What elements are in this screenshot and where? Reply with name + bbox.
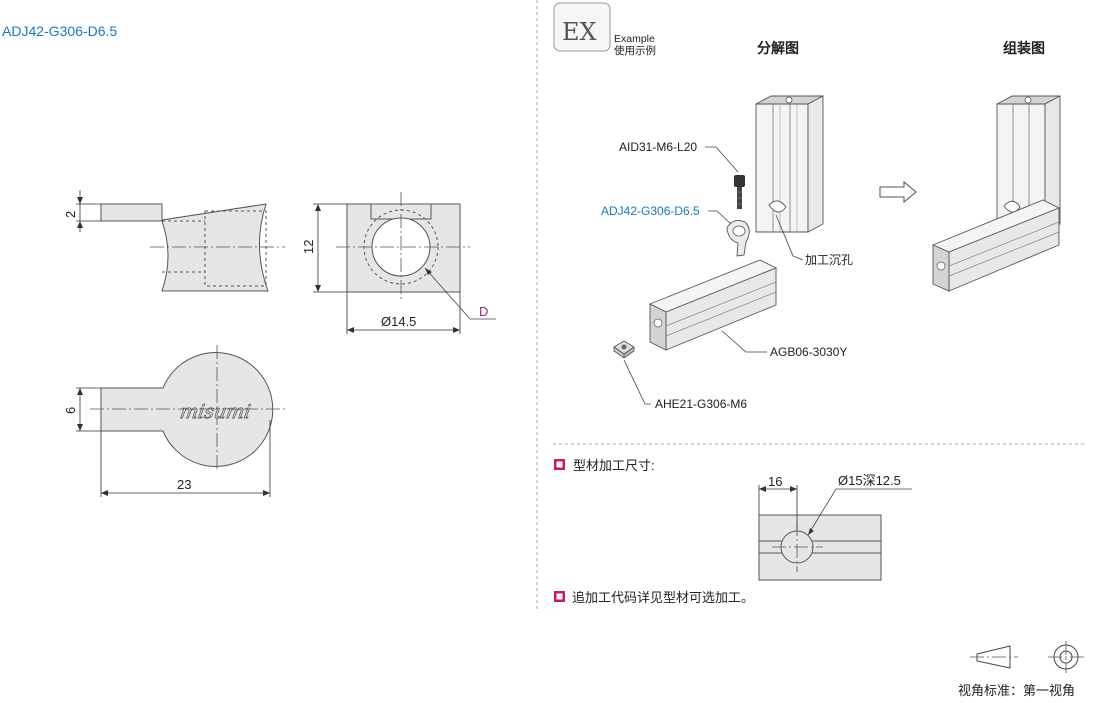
example-label-cn: 使用示例: [614, 44, 656, 57]
callout-connector: ADJ42-G306-D6.5: [601, 204, 700, 218]
view-standard-label: 视角标准：第一视角: [958, 683, 1075, 698]
callout-nut: AHE21-G306-M6: [655, 397, 747, 411]
machining-offset: 16: [768, 474, 782, 489]
assembled-view-title: 组装图: [1003, 40, 1045, 56]
dim-thickness: 2: [63, 211, 78, 218]
machining-title: 型材加工尺寸:: [573, 458, 655, 473]
machining-note: 追加工代码详见型材可选加工。: [572, 590, 754, 605]
example-header: EX Example 使用示例 分解图 组装图: [553, 2, 1045, 57]
nut-icon: [613, 340, 635, 359]
example-label-en: Example: [614, 33, 655, 45]
front-view: 2: [63, 190, 285, 292]
assembled-view: [931, 95, 1061, 292]
callout-profile: AGB06-3030Y: [770, 345, 847, 359]
callout-hole: 加工沉孔: [805, 253, 853, 267]
dim-width: 6: [63, 407, 78, 414]
part-code-title: ADJ42-G306-D6.5: [2, 23, 117, 39]
dim-height: 12: [301, 240, 316, 254]
ex-badge: [553, 2, 611, 52]
machining-hole-spec: Ø15深12.5: [838, 473, 901, 488]
exploded-view: AID31-M6-L20 ADJ42-G306-D6.5 加工沉孔 AGB06-…: [601, 95, 853, 411]
misumi-logo: misumi: [178, 400, 252, 423]
callout-bolt: AID31-M6-L20: [619, 140, 697, 154]
detail-label-d: D: [479, 304, 488, 319]
dim-counterbore: Ø14.5: [381, 314, 416, 329]
bolt-icon: [734, 175, 745, 209]
dim-length: 23: [177, 477, 191, 492]
ex-badge-text: EX: [562, 18, 597, 46]
machining-section: 型材加工尺寸: 16 Ø15深12.5 追加工代码详见型材可选加工。: [554, 458, 912, 605]
first-angle-projection-icon: [970, 641, 1084, 673]
exploded-view-title: 分解图: [757, 40, 799, 56]
side-view: 12 Ø14.5 D: [301, 192, 496, 334]
assembly-arrow-icon: [879, 180, 917, 204]
top-view: misumi 6 23: [63, 345, 285, 497]
connector-icon: [726, 220, 750, 257]
